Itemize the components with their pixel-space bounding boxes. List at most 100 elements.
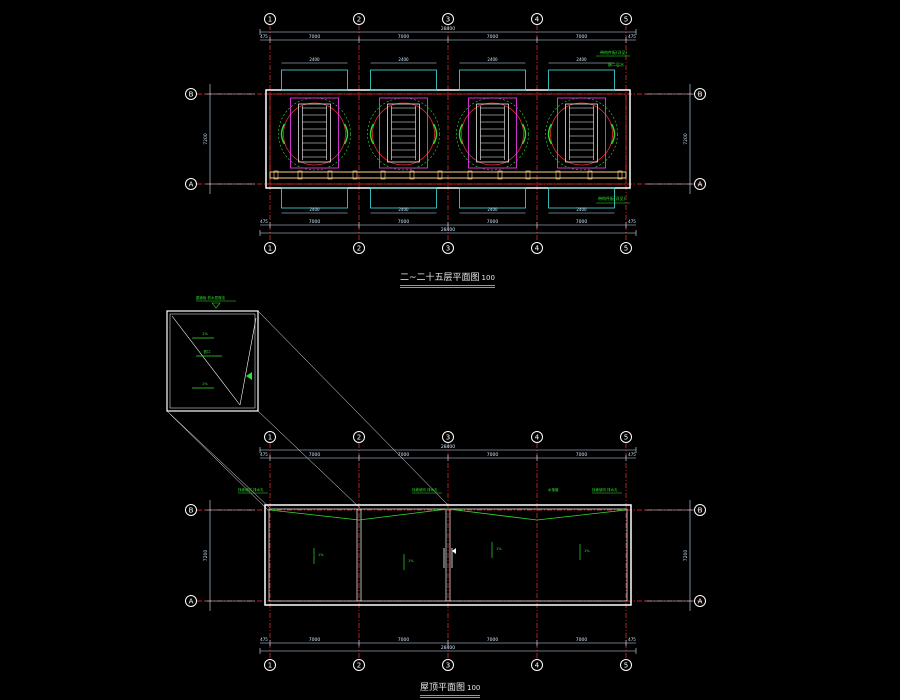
top-post-0 [273,170,279,180]
top-note-upper: 带构件板(详见) [600,49,628,55]
roof-lower-edge-dim-l: 475 [260,637,268,642]
roof-row-bubble-l-B-label: B [189,507,194,515]
top-lower-edge-dim-l: 475 [260,219,268,224]
top-car-frame-0 [290,97,339,169]
roof-slope-label-0: 1% [318,553,324,557]
top-opening-dim-u-3: 2400 [576,57,587,62]
roof-lower-bay-dim-1: 7000 [398,637,410,643]
top-post-3 [352,170,358,180]
roof-upper-bay-dim-1: 7000 [398,452,410,458]
top-car-frame-1 [379,97,428,169]
top-opening-dim-l-1: 2400 [398,207,409,212]
top-upper-bay-dim-2: 7000 [487,34,499,40]
upper-plan-scale: 100 [481,274,495,282]
top-post-1 [297,170,303,180]
top-post-11 [587,170,593,180]
detail-slope-2: 2% [202,382,208,386]
top-opening-dim-u-2: 2400 [487,57,498,62]
roof-col-bubble-top-0-circle [264,431,276,443]
top-sweep-circle-0 [278,97,351,171]
roof-upper-bay-dim-3: 7000 [576,452,588,458]
top-upper-bay-dim-0: 7000 [309,34,321,40]
roof-upper-bay-dim-0: 7000 [309,452,321,458]
top-row-bubble-l-A-circle [185,178,197,190]
detail-diagonal-1 [171,315,241,406]
roof-drain-symbol [452,548,456,554]
upper-plan-title-text: 二~二十五层平面图 [400,273,480,283]
top-lower-bay-dim-1: 7000 [398,219,410,225]
top-car-inner-3 [565,103,598,163]
roof-col-bubble-bot-3-circle [531,659,543,671]
top-post-4 [380,170,386,180]
roof-col-bubble-bot-1-circle [353,659,365,671]
top-outer-wall [265,89,631,189]
top-opening-dim-l-3: 2400 [576,207,587,212]
roof-col-bubble-top-4-label: 5 [624,434,628,442]
top-row-bubble-r-B-label: B [698,91,703,99]
top-col-bubble-top-0-label: 1 [268,16,272,24]
roof-lower-edge-dim-r: 475 [628,637,636,642]
top-opening-dim-l-0: 2400 [309,207,320,212]
top-side-depth-1: 7200 [683,133,689,145]
top-sweep-circle-2 [456,97,529,171]
roof-drain-note-0: 找坡坡向 排水孔 [238,487,264,492]
top-col-bubble-top-4-circle [620,13,632,25]
top-note-lower: 带构件板(详见) [598,195,626,201]
top-post-2 [327,170,333,180]
top-col-bubble-bot-4-label: 5 [624,245,628,253]
top-row-bubble-l-A-label: A [189,181,194,189]
top-car-frame-3 [557,97,606,169]
roof-upper-bay-dim-2: 7000 [487,452,499,458]
top-col-bubble-top-4-label: 5 [624,16,628,24]
detail-green-flag [246,372,252,380]
roof-col-bubble-top-1-label: 2 [357,434,361,442]
detail-label-top: 屋面板 防水层做法 [196,295,226,300]
top-rotate-arrow-l-0 [280,123,286,145]
roof-slope-label-2: 1% [496,547,502,551]
top-lower-bay-dim-0: 7000 [309,219,321,225]
top-beam-strip [269,171,627,179]
top-opening-dim-l-2: 2400 [487,207,498,212]
roof-side-depth-0: 7200 [203,550,209,562]
top-red-circle-2 [461,102,524,166]
top-col-bubble-top-1-label: 2 [357,16,361,24]
top-upper-edge-dim-l: 475 [260,34,268,39]
top-col-bubble-bot-3-label: 4 [535,245,540,253]
top-rotate-arrow-r-1 [432,123,438,145]
top-col-bubble-bot-3-circle [531,242,543,254]
top-post-5 [409,170,415,180]
top-col-bubble-top-0-circle [264,13,276,25]
top-opening-lower-1 [370,187,437,209]
top-car-inner-0 [298,103,331,163]
top-rotate-arrow-r-3 [610,123,616,145]
roof-downpipe-note: 水落管 [548,487,559,492]
roof-plan-title-text: 屋顶平面图 [420,683,466,693]
detail-level-marker [211,302,221,309]
top-sweep-circle-3 [545,97,618,171]
top-col-bubble-top-3-circle [531,13,543,25]
top-opening-lower-3 [548,187,615,209]
roof-col-bubble-top-3-circle [531,431,543,443]
top-lower-bay-dim-3: 7000 [576,219,588,225]
top-col-bubble-bot-2-label: 3 [446,245,450,253]
roof-parapet-outer [264,504,632,606]
top-post-7 [467,170,473,180]
roof-lower-bay-dim-0: 7000 [309,637,321,643]
roof-lower-total-dim: 28400 [441,645,455,651]
roof-upper-edge-dim-r: 475 [628,452,636,457]
roof-col-bubble-bot-4-circle [620,659,632,671]
top-opening-lower-2 [459,187,526,209]
roof-row-bubble-r-A-label: A [698,598,703,606]
roof-plan-scale: 100 [467,684,481,692]
top-lower-edge-dim-r: 475 [628,219,636,224]
top-sweep-circle-1 [367,97,440,171]
top-red-circle-3 [550,102,613,166]
roof-drain-note-1: 找坡坡向 排水孔 [412,487,438,492]
top-car-frame-2 [468,97,517,169]
top-col-bubble-bot-1-label: 2 [357,245,361,253]
top-rotate-arrow-l-1 [369,123,375,145]
top-upper-edge-dim-r: 475 [628,34,636,39]
